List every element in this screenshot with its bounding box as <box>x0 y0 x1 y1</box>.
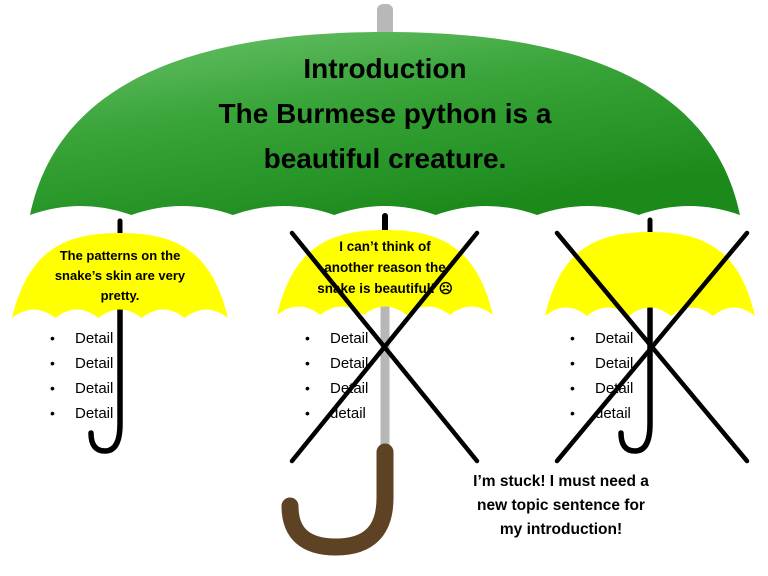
caption-line: snake’s skin are very <box>54 268 186 283</box>
left-umbrella-caption: The patterns on the snake’s skin are ver… <box>40 246 200 306</box>
middle-umbrella-caption: I can’t think of another reason the snak… <box>290 236 480 299</box>
detail-item: Detail <box>570 376 633 401</box>
left-detail-list: Detail Detail Detail Detail <box>50 326 113 426</box>
main-topic-line: beautiful creature. <box>263 143 507 174</box>
main-topic-line: Introduction <box>303 53 467 84</box>
stuck-note-line: my introduction! <box>499 521 623 538</box>
left-umbrella-handle <box>88 297 123 454</box>
middle-detail-list: Detail Detail Detail detail <box>305 326 368 426</box>
right-detail-list: Detail Detail Detail detail <box>570 326 633 426</box>
caption-line: snake is beautiful! ☹ <box>317 281 453 296</box>
detail-item: Detail <box>50 401 113 426</box>
stuck-note-line: new topic sentence for <box>477 497 645 514</box>
detail-item: Detail <box>50 376 113 401</box>
main-umbrella-canopy <box>30 32 740 215</box>
detail-item: detail <box>305 401 368 426</box>
detail-item: Detail <box>570 326 633 351</box>
detail-item: Detail <box>570 351 633 376</box>
main-topic-line: The Burmese python is a <box>218 98 552 129</box>
middle-umbrella-brown-handle <box>281 443 394 556</box>
caption-line: another reason the <box>324 260 446 275</box>
caption-line: pretty. <box>100 288 140 303</box>
caption-line: The patterns on the <box>59 248 181 263</box>
stuck-note-line: I’m stuck! I must need a <box>473 473 649 490</box>
main-topic-sentence: Introduction The Burmese python is a bea… <box>134 46 636 181</box>
detail-item: Detail <box>50 351 113 376</box>
right-umbrella-canopy <box>545 232 755 316</box>
left-umbrella-canopy <box>12 233 228 318</box>
detail-item: Detail <box>305 376 368 401</box>
stuck-note: I’m stuck! I must need a new topic sente… <box>424 470 698 542</box>
detail-item: Detail <box>305 326 368 351</box>
detail-item: detail <box>570 401 633 426</box>
main-umbrella-ferrule <box>377 4 393 38</box>
detail-item: Detail <box>50 326 113 351</box>
caption-line: I can’t think of <box>339 239 431 254</box>
detail-item: Detail <box>305 351 368 376</box>
